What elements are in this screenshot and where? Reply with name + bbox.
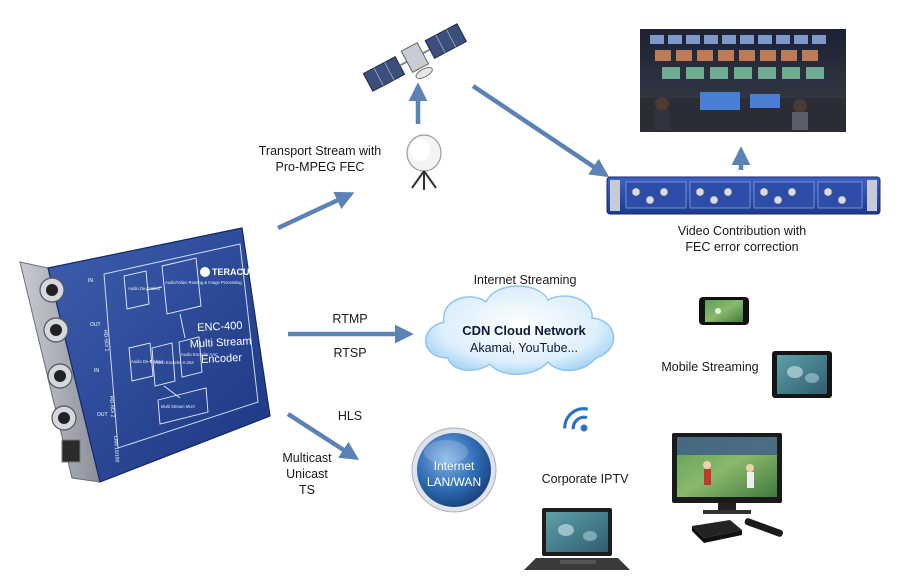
cloud-title: CDN Cloud Network xyxy=(462,323,586,338)
globe-line2: LAN/WAN xyxy=(427,475,481,489)
decoder-rack-icon xyxy=(606,176,881,215)
encoder-block-audio-deembed-2: Audio De-Embed xyxy=(131,359,164,364)
globe-line1: Internet xyxy=(434,459,475,473)
encoder-port-lan: LAN 10/100 xyxy=(112,436,120,463)
arrow-satellite-to-rack xyxy=(471,84,610,178)
label-hls: HLS xyxy=(337,409,363,423)
encoder-device: Audio De-Embed Audio/Video Routing & Ima… xyxy=(19,227,271,483)
internet-lan-wan-globe-icon: Internet LAN/WAN xyxy=(411,427,497,513)
label-rtsp: RTSP xyxy=(333,346,367,360)
tablet-icon xyxy=(772,351,832,398)
cdn-cloud-icon: CDN Cloud Network Akamai, YouTube... xyxy=(425,285,615,375)
encoder-block-audio-encoder: Audio Encoder AAC xyxy=(181,352,218,357)
smartphone-icon xyxy=(699,297,749,325)
encoder-port-out-1: OUT xyxy=(90,322,101,328)
satellite-icon xyxy=(362,23,468,92)
encoder-block-stream-mux: Multi Stream MUX xyxy=(161,404,195,409)
broadcast-control-room-image xyxy=(640,29,846,132)
label-video-contribution-line1: Video Contribution with xyxy=(677,224,807,238)
set-top-box-icon xyxy=(692,520,742,543)
label-transport-stream-line2: Pro-MPEG FEC xyxy=(275,160,365,174)
label-transport-stream: Transport Stream with Pro-MPEG FEC xyxy=(240,143,400,175)
encoder-name-line2: Encoder xyxy=(201,352,243,366)
encoder-port-sdi2: HD-SDI 2 xyxy=(108,396,115,418)
encoder-block-av-routing: Audio/Video Routing & Image Processing xyxy=(165,280,242,285)
television-icon xyxy=(672,433,782,514)
encoder-port-in-2: IN xyxy=(94,368,99,374)
laptop-icon xyxy=(524,508,630,570)
label-video-contribution: Video Contribution with FEC error correc… xyxy=(652,223,832,255)
label-video-contribution-line2: FEC error correction xyxy=(685,240,799,254)
encoder-port-sdi1: HD-SDI 1 xyxy=(102,330,109,352)
remote-control-icon xyxy=(744,518,783,537)
satellite-dish-icon xyxy=(406,134,442,190)
label-transport-stream-line1: Transport Stream with xyxy=(258,144,382,158)
label-mobile-streaming: Mobile Streaming xyxy=(661,360,759,374)
label-rtmp: RTMP xyxy=(332,312,368,326)
bnc-connector-icon xyxy=(39,277,77,431)
arrow-encoder-to-lan xyxy=(286,412,360,461)
ethernet-port-icon xyxy=(61,439,81,463)
encoder-brand: TERACUE xyxy=(212,267,256,277)
label-corporate-iptv: Corporate IPTV xyxy=(541,472,629,486)
label-multicast-unicast-ts: Multicast Unicast TS xyxy=(272,450,342,498)
encoder-block-audio-deembed-1: Audio De-Embed xyxy=(128,286,161,291)
encoder-model: ENC-400 xyxy=(197,320,243,334)
label-ts: TS xyxy=(299,483,315,497)
arrow-encoder-to-dish xyxy=(277,191,355,231)
encoder-port-out-2: OUT xyxy=(97,412,108,418)
cloud-subtitle: Akamai, YouTube... xyxy=(470,341,578,355)
label-multicast: Multicast xyxy=(282,451,332,465)
wifi-icon xyxy=(563,407,589,432)
teracue-logo-icon xyxy=(200,267,210,277)
encoder-name-line1: Multi Stream xyxy=(190,335,252,350)
label-unicast: Unicast xyxy=(286,467,328,481)
encoder-port-in-1: IN xyxy=(88,278,93,284)
encoder-block-video-encoder: Video Encoder H.264 xyxy=(154,360,194,365)
label-internet-streaming: Internet Streaming xyxy=(473,273,577,287)
